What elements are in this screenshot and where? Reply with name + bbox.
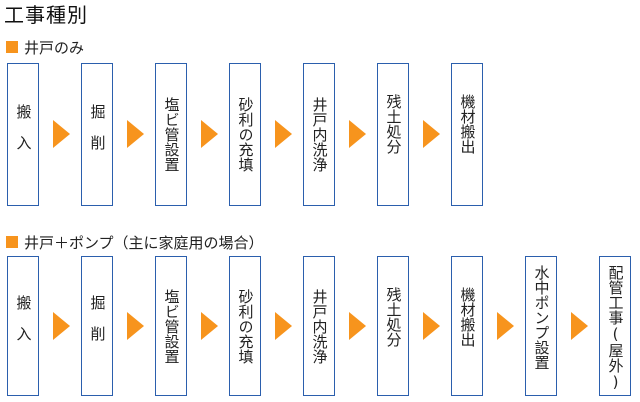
arrow-right-icon — [127, 312, 144, 340]
step-box: 搬入 — [7, 256, 39, 396]
step-box: 水中ポンプ設置 — [525, 256, 557, 396]
arrow-right-icon — [571, 312, 588, 340]
arrow-right-icon — [349, 312, 366, 340]
step-box: 機材搬出 — [451, 256, 483, 396]
arrow-right-icon — [127, 120, 144, 148]
step-box: 井戸内洗浄 — [303, 63, 335, 206]
section-heading-well-pump: 井戸＋ポンプ（主に家庭用の場合） — [6, 232, 264, 252]
step-box: 掘削 — [81, 256, 113, 396]
step-label: 塩ビ管設置 — [162, 288, 181, 364]
step-label: 掘削 — [88, 103, 107, 166]
step-label: 水中ポンプ設置 — [532, 265, 551, 370]
square-icon — [6, 236, 18, 248]
step-box: 砂利の充填 — [229, 63, 261, 206]
step-box: 塩ビ管設置 — [155, 63, 187, 206]
step-box: 搬入 — [7, 63, 39, 206]
step-box: 塩ビ管設置 — [155, 256, 187, 396]
step-box: 砂利の充填 — [229, 256, 261, 396]
square-icon — [6, 41, 18, 53]
page-title: 工事種別 — [4, 3, 88, 27]
step-box: 残土処分 — [377, 63, 409, 206]
arrow-right-icon — [423, 120, 440, 148]
step-label: 砂利の充填 — [236, 288, 255, 364]
step-label: 井戸内洗浄 — [310, 288, 329, 364]
section-heading-label: 井戸＋ポンプ（主に家庭用の場合） — [24, 233, 264, 252]
flow-row-well-pump: 搬入 掘削 塩ビ管設置 砂利の充填 井戸内洗浄 残土処分 機材搬出 水中ポンプ設… — [0, 256, 640, 396]
step-label: 搬入 — [14, 103, 33, 166]
arrow-right-icon — [53, 120, 70, 148]
step-label: 機材搬出 — [458, 94, 477, 154]
arrow-right-icon — [423, 312, 440, 340]
step-box: 配管工事(屋外) — [599, 256, 631, 396]
step-label: 塩ビ管設置 — [162, 97, 181, 172]
flow-row-well-only: 搬入 掘削 塩ビ管設置 砂利の充填 井戸内洗浄 残土処分 機材搬出 — [0, 63, 640, 206]
section-heading-well-only: 井戸のみ — [6, 37, 84, 57]
arrow-right-icon — [201, 120, 218, 148]
step-label: 掘削 — [88, 295, 107, 357]
arrow-right-icon — [53, 312, 70, 340]
step-box: 機材搬出 — [451, 63, 483, 206]
step-label: 井戸内洗浄 — [310, 97, 329, 172]
arrow-right-icon — [275, 312, 292, 340]
step-label: 砂利の充填 — [236, 97, 255, 172]
step-label: 搬入 — [14, 295, 33, 357]
arrow-right-icon — [275, 120, 292, 148]
arrow-right-icon — [349, 120, 366, 148]
arrow-right-icon — [201, 312, 218, 340]
arrow-right-icon — [497, 312, 514, 340]
step-box: 残土処分 — [377, 256, 409, 396]
step-label: 残土処分 — [384, 287, 403, 347]
section-heading-label: 井戸のみ — [24, 38, 85, 57]
step-box: 掘削 — [81, 63, 113, 206]
step-label: 機材搬出 — [458, 287, 477, 347]
step-label: 配管工事(屋外) — [606, 265, 625, 391]
step-box: 井戸内洗浄 — [303, 256, 335, 396]
step-label: 残土処分 — [384, 94, 403, 154]
